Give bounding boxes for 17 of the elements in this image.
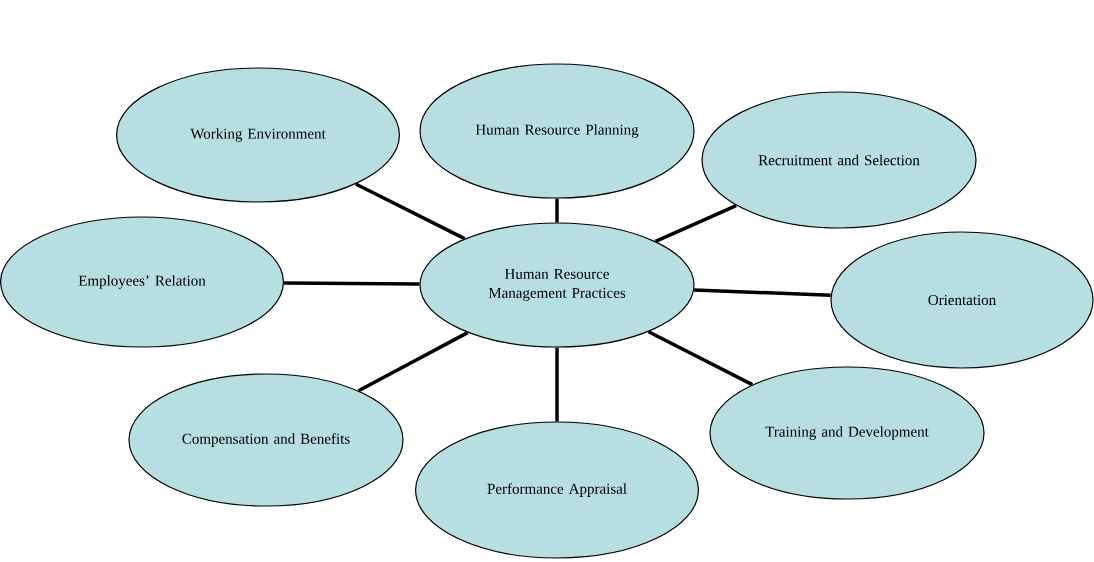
connector-line	[357, 331, 469, 393]
ellipse-node: Employees’ Relation	[0, 216, 285, 348]
connector-line	[694, 288, 831, 297]
connector-line	[354, 182, 466, 241]
ellipse-node: Orientation	[830, 231, 1094, 369]
ellipse-node: Compensation and Benefits	[128, 373, 404, 507]
connector-line	[555, 198, 559, 223]
ellipse-node: Working Environment	[116, 67, 401, 203]
ellipse-node: Human Resource Management Practices	[419, 222, 695, 348]
connector-line	[284, 281, 420, 286]
ellipse-node: Recruitment and Selection	[701, 91, 977, 229]
connector-line	[654, 203, 737, 243]
connector-line	[647, 330, 754, 387]
ellipse-node: Training and Development	[709, 366, 985, 500]
ellipse-node: Human Resource Planning	[419, 63, 695, 199]
ellipse-node: Performance Appraisal	[415, 421, 700, 559]
connector-line	[555, 347, 559, 422]
